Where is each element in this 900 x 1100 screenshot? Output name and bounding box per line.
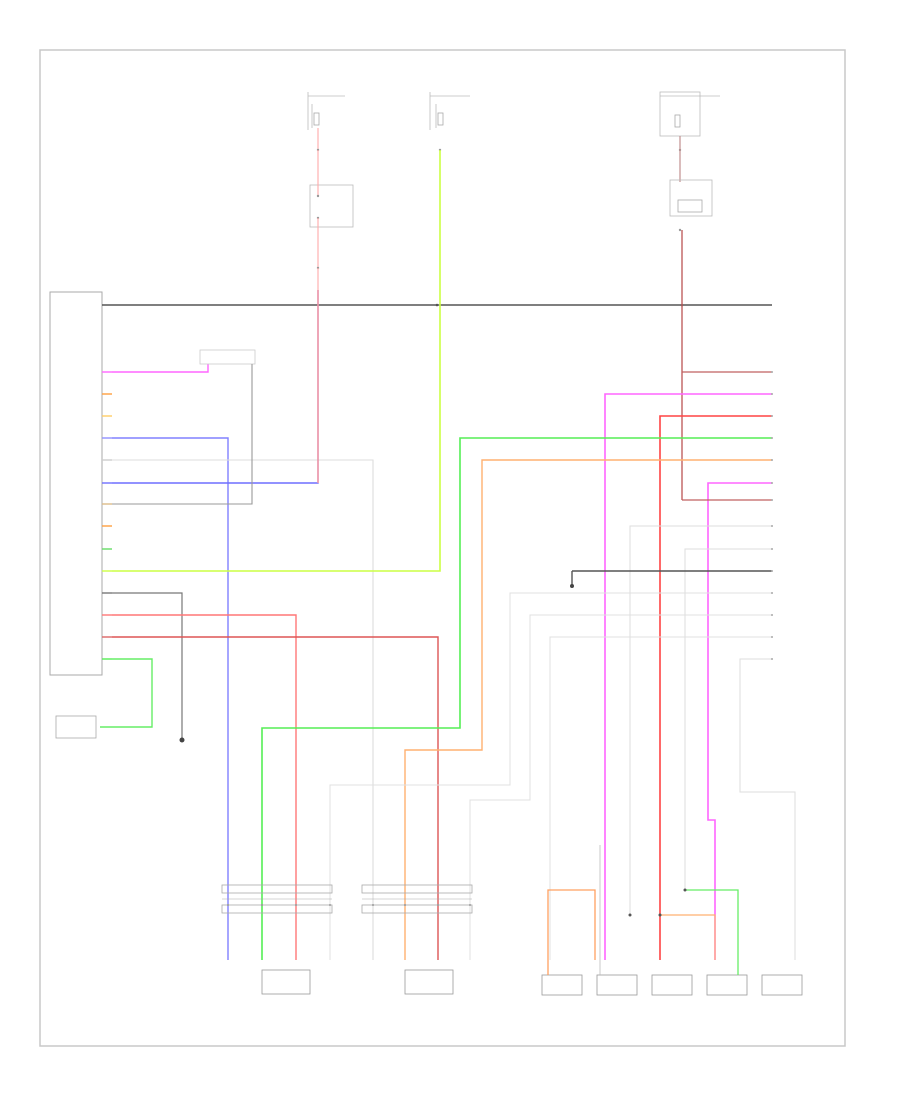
ground-point <box>179 737 185 743</box>
fuse-block-middle <box>429 92 470 152</box>
wire-black-radio-ground <box>112 592 183 738</box>
left-front-speaker <box>404 969 454 995</box>
fuse-block-left <box>307 92 354 290</box>
speaker-pin-dots <box>227 904 471 906</box>
wire-red-radio-to-speaker-2 <box>112 636 439 960</box>
left-rear-speaker <box>706 974 748 996</box>
wire-green-left-rear <box>685 889 739 975</box>
diagram-frame <box>39 49 846 1047</box>
wire-orange-left-rear <box>660 914 716 960</box>
left-rear-tweeter <box>651 974 693 996</box>
right-front-speaker <box>261 969 311 995</box>
right-rear-tweeter <box>541 974 583 996</box>
fuse-block-right <box>659 91 720 232</box>
wire-yellow-green-radio-to-fuse <box>112 150 441 572</box>
right-connector-pins <box>261 230 796 960</box>
left-front-speaker-connector <box>361 884 473 914</box>
right-rear-speaker <box>596 974 638 996</box>
external-connector-box <box>55 715 97 739</box>
subwoofer <box>761 974 803 996</box>
wire-gray-antenna-ground <box>112 364 253 505</box>
wire-orange-rear-tweeter <box>547 889 596 975</box>
radio-pin-stubs <box>102 371 112 660</box>
wire-green-radio-to-external <box>100 658 153 728</box>
wire-blue-radio-to-right-speaker <box>112 437 229 960</box>
right-front-speaker-connector <box>221 884 333 914</box>
wire-gray-radio-to-right-speaker-2 <box>112 459 374 960</box>
antenna-connector <box>199 349 256 365</box>
wire-red-radio-to-speaker-1 <box>112 614 297 960</box>
wire-pink-radio-to-antenna <box>112 364 209 373</box>
